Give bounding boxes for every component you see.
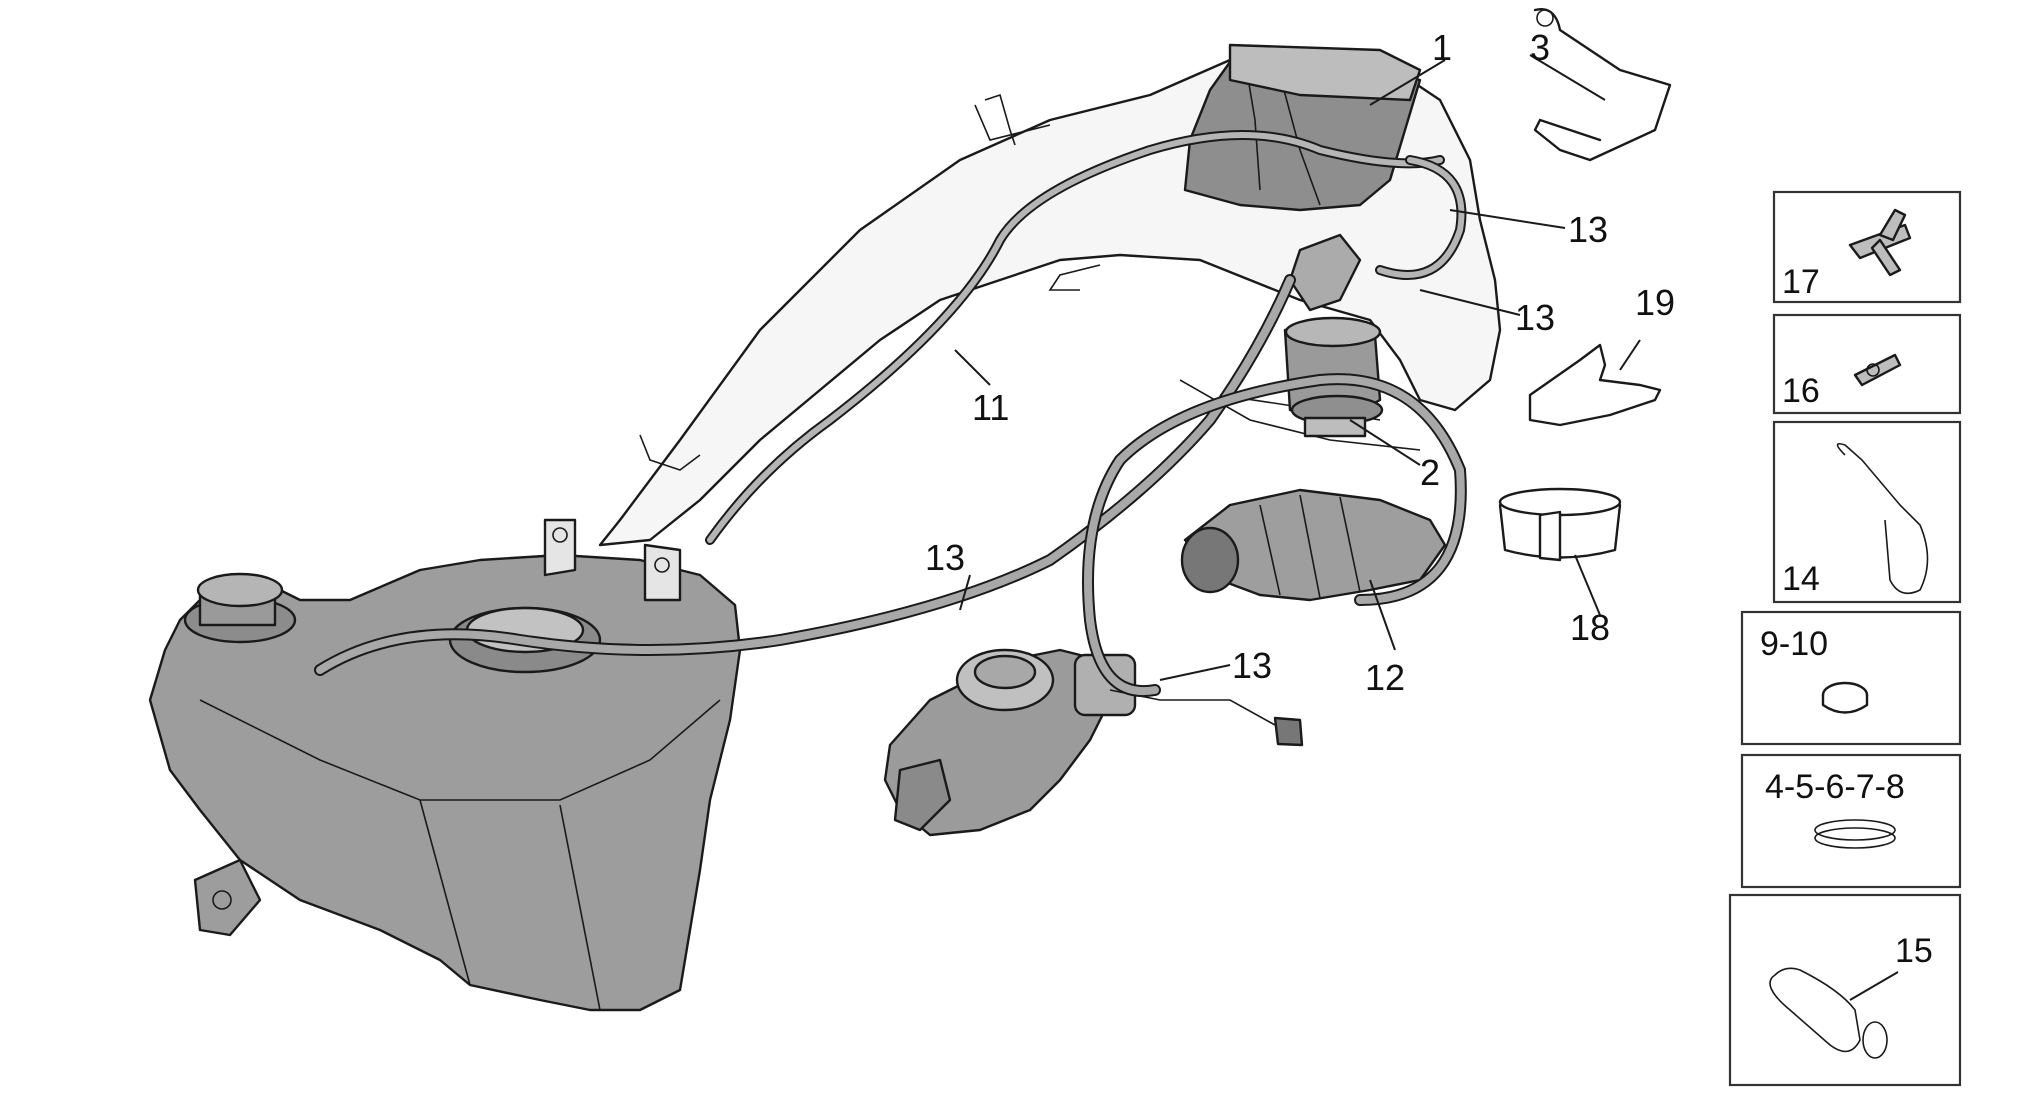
leader-lines [954,54,1641,681]
detail-box-4-5-6-7-8-label: 4-5-6-7-8 [1765,768,1905,806]
callout-2: 2 [1420,452,1440,493]
callout-13-mid: 13 [1515,297,1555,338]
detail-box-9-10-label: 9-10 [1760,625,1828,663]
detail-box-14-label: 14 [1782,560,1820,598]
tee-fitting-icon [1848,208,1912,277]
callout-numbers: 1 3 13 13 19 2 11 13 13 12 18 [925,27,1675,698]
clip-part-19 [1528,343,1662,427]
intake-manifold [1180,488,1447,602]
carburetor [883,648,1304,837]
wire-clip-icon [1836,442,1929,595]
callout-19: 19 [1635,282,1675,323]
gasket-ring-icon [1769,967,1888,1059]
bracket-part-3 [1533,8,1672,162]
detail-box-15: 15 [1728,893,1962,1087]
detail-box-17: 17 [1772,190,1962,304]
callout-3: 3 [1530,27,1550,68]
detail-box-17-label: 17 [1782,263,1820,301]
callout-11: 11 [972,387,1009,428]
fuel-tank [148,518,742,1012]
air-filter-box [1183,43,1422,212]
detail-box-9-10: 9-10 [1740,610,1962,746]
detail-box-16: 16 [1772,313,1962,415]
detail-box-15-label: 15 [1895,932,1933,970]
detail-box-16-label: 16 [1782,372,1820,410]
fuel-hoses [314,130,1467,698]
callout-1: 1 [1432,27,1452,68]
callout-13-lower: 13 [1232,645,1272,686]
detail-box-14: 14 [1772,420,1962,604]
band-part-18 [1498,487,1622,562]
hose-clamp-icon [1821,681,1869,714]
hose-connector-icon [1853,353,1902,387]
callout-18: 18 [1570,607,1610,648]
callout-13-upper: 13 [1568,209,1608,250]
callout-12: 12 [1365,657,1405,698]
callout-13-left: 13 [925,537,965,578]
detail-box-4-5-6-7-8: 4-5-6-7-8 [1740,753,1962,889]
spring-clamp-icon [1814,819,1896,849]
fuel-pump [1283,233,1384,438]
